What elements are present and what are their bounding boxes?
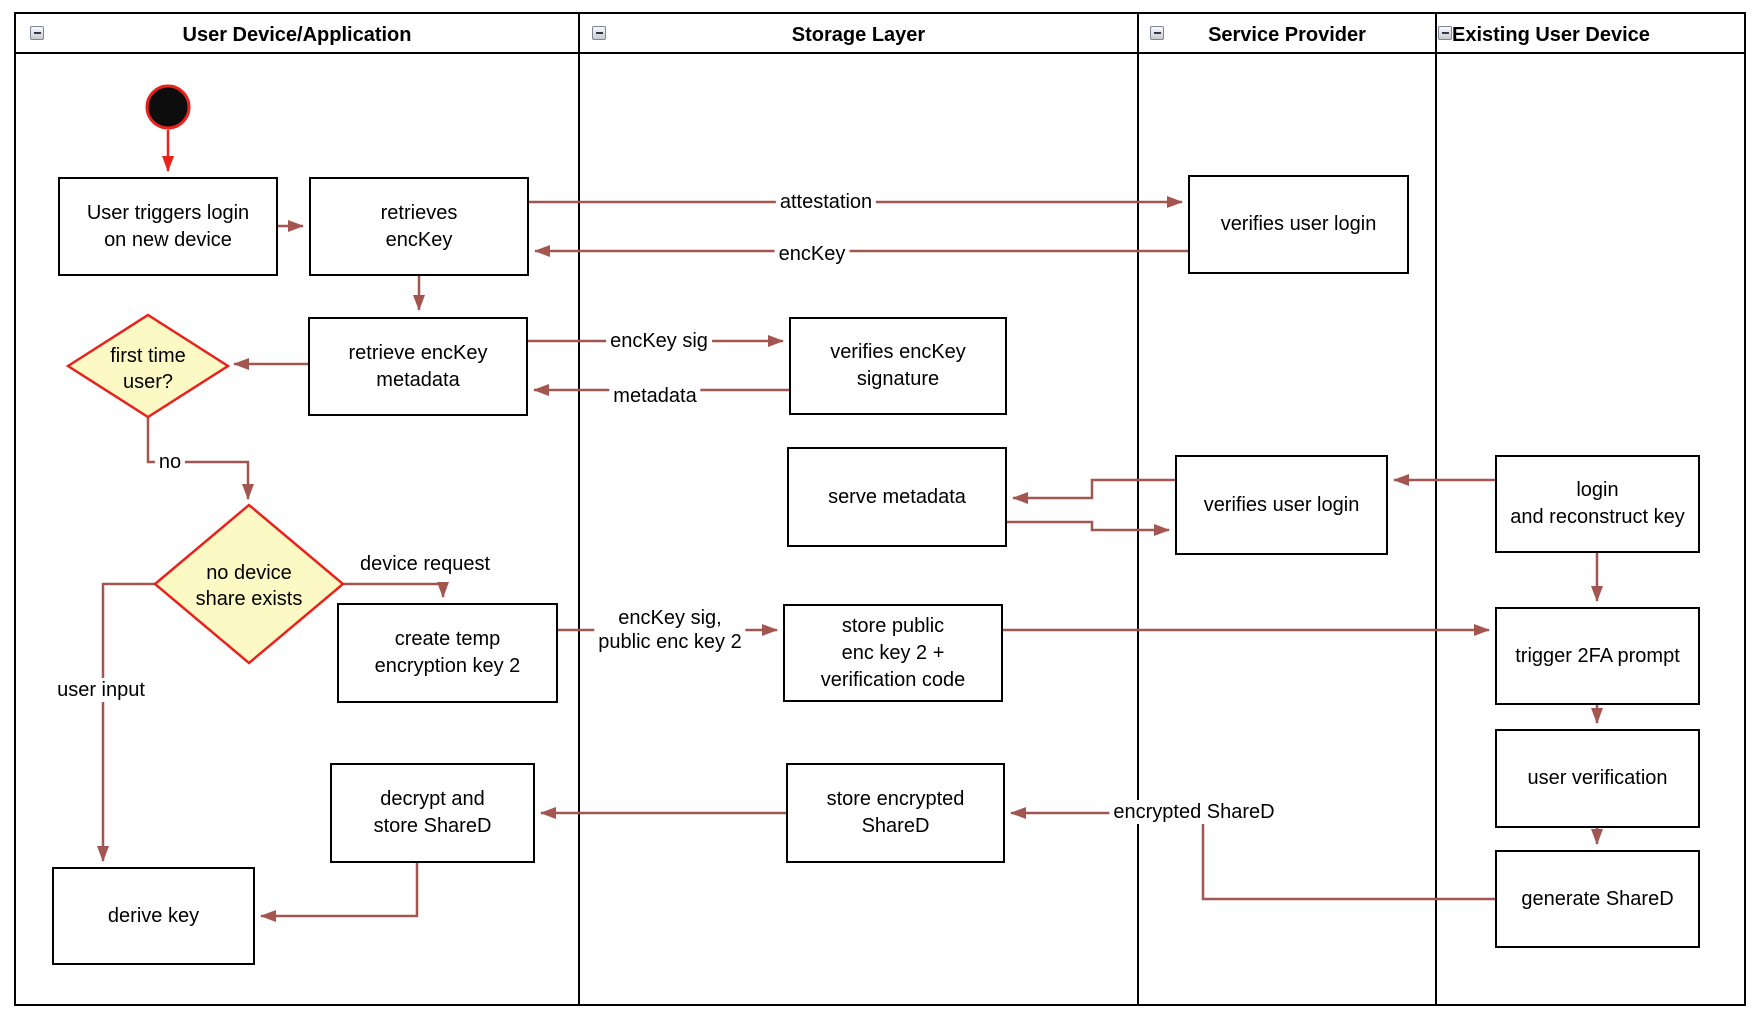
- lane-header-divider: [14, 52, 1746, 54]
- node-label: create temp: [394, 628, 501, 650]
- node-label: ShareD: [861, 815, 930, 837]
- node-label: verifies encKey: [830, 341, 966, 363]
- edge-label-device-request: device request: [359, 553, 491, 575]
- edge-servemetadata-to-verifieslogin[interactable]: [1007, 520, 1170, 536]
- node-label: store ShareD: [373, 815, 492, 837]
- node-store-encrypted-shared[interactable]: store encrypted ShareD: [786, 763, 1005, 863]
- decision-label-no-device-share: no device share exists: [196, 560, 303, 612]
- node-label: metadata: [376, 368, 460, 391]
- edge-verifieslogin-to-servemetadata[interactable]: [1012, 478, 1175, 504]
- node-label: login: [1576, 479, 1619, 501]
- node-retrieves-enckey[interactable]: retrieves encKey: [309, 177, 529, 276]
- edge-user-input[interactable]: [97, 582, 155, 862]
- node-label: no device: [206, 562, 292, 584]
- edge-label-no: no: [154, 450, 186, 474]
- node-label: signature: [856, 368, 940, 390]
- node-label: verifies user login: [1220, 213, 1377, 235]
- minus-icon: [1441, 32, 1449, 34]
- edge-label-metadata: metadata: [609, 384, 701, 408]
- node-retrieve-enckey-metadata[interactable]: retrieve encKey metadata: [308, 317, 528, 416]
- node-label: first time: [110, 345, 186, 367]
- minus-icon: [1153, 32, 1161, 34]
- lane-header-user-device[interactable]: User Device/Application: [182, 24, 412, 46]
- node-label: user?: [122, 371, 174, 393]
- lane-header-storage-layer[interactable]: Storage Layer: [791, 24, 926, 46]
- lane-divider-1: [578, 12, 580, 1006]
- node-user-triggers-login[interactable]: User triggers login on new device: [58, 177, 278, 276]
- decision-label-first-time-user: first time user?: [110, 343, 186, 395]
- edge-label-line: encKey sig,: [618, 607, 722, 629]
- node-label: user verification: [1527, 767, 1668, 789]
- node-label: on new device: [104, 228, 232, 251]
- node-label: encKey: [385, 228, 453, 251]
- node-verifies-user-login-top[interactable]: verifies user login: [1188, 175, 1409, 274]
- collapse-icon[interactable]: [592, 26, 606, 40]
- node-label: derive key: [107, 904, 200, 927]
- collapse-icon[interactable]: [1150, 26, 1164, 40]
- node-derive-key[interactable]: derive key: [52, 867, 255, 965]
- node-label: generate ShareD: [1521, 887, 1674, 910]
- edge-decrypt-to-derive[interactable]: [260, 863, 419, 922]
- node-label: User triggers login: [86, 201, 250, 224]
- edge-label-encrypted-shared: encrypted ShareD: [1109, 800, 1279, 824]
- node-verifies-user-login-mid[interactable]: verifies user login: [1175, 455, 1388, 555]
- node-label: encryption key 2: [374, 655, 521, 677]
- node-label: share exists: [195, 588, 303, 610]
- node-user-verification[interactable]: user verification: [1495, 729, 1700, 828]
- collapse-icon[interactable]: [30, 26, 44, 40]
- lane-header-existing-user-device[interactable]: Existing User Device: [1452, 24, 1650, 46]
- node-login-reconstruct-key[interactable]: login and reconstruct key: [1495, 455, 1700, 553]
- edge-device-request[interactable]: [343, 582, 449, 598]
- node-label: verification code: [820, 668, 966, 691]
- node-label: verifies user login: [1203, 493, 1360, 516]
- edge-label-enckey-sig-public: encKey sig, public enc key 2: [594, 606, 746, 654]
- edge-label-enckey-sig: encKey sig: [606, 329, 712, 353]
- start-node[interactable]: [145, 84, 191, 130]
- node-label: enc key 2 +: [841, 641, 945, 664]
- edge-no-branch[interactable]: [146, 417, 254, 500]
- decision-no-device-share[interactable]: [153, 503, 345, 665]
- node-label: retrieve encKey: [348, 341, 488, 364]
- minus-icon: [595, 32, 603, 34]
- edge-label-enckey: encKey: [774, 242, 850, 266]
- node-label: store public: [841, 614, 945, 637]
- edge-label-attestation: attestation: [775, 190, 877, 214]
- node-label: decrypt and: [380, 788, 485, 810]
- node-create-temp-key[interactable]: create temp encryption key 2: [337, 603, 558, 703]
- collapse-icon[interactable]: [1438, 26, 1452, 40]
- node-serve-metadata[interactable]: serve metadata: [787, 447, 1007, 547]
- edge-label-user-input: user input: [53, 678, 149, 702]
- edge-encrypted-shared[interactable]: [1010, 807, 1495, 901]
- node-label: trigger 2FA prompt: [1515, 644, 1680, 667]
- node-generate-shared[interactable]: generate ShareD: [1495, 850, 1700, 948]
- node-trigger-2fa-prompt[interactable]: trigger 2FA prompt: [1495, 607, 1700, 705]
- lane-header-service-provider[interactable]: Service Provider: [1208, 24, 1366, 46]
- lane-divider-3: [1435, 12, 1437, 1006]
- decision-first-time-user[interactable]: [65, 313, 231, 419]
- node-decrypt-store-shared[interactable]: decrypt and store ShareD: [330, 763, 535, 863]
- node-label: serve metadata: [828, 485, 966, 508]
- minus-icon: [33, 32, 41, 34]
- lane-divider-2: [1137, 12, 1139, 1006]
- node-label: and reconstruct key: [1510, 506, 1685, 528]
- edge-label-line: public enc key 2: [598, 631, 742, 653]
- node-label: retrieves: [380, 201, 458, 224]
- node-verifies-enckey-signature[interactable]: verifies encKey signature: [789, 317, 1007, 415]
- node-label: store encrypted: [826, 788, 965, 810]
- node-store-public-key[interactable]: store public enc key 2 + verification co…: [783, 604, 1003, 702]
